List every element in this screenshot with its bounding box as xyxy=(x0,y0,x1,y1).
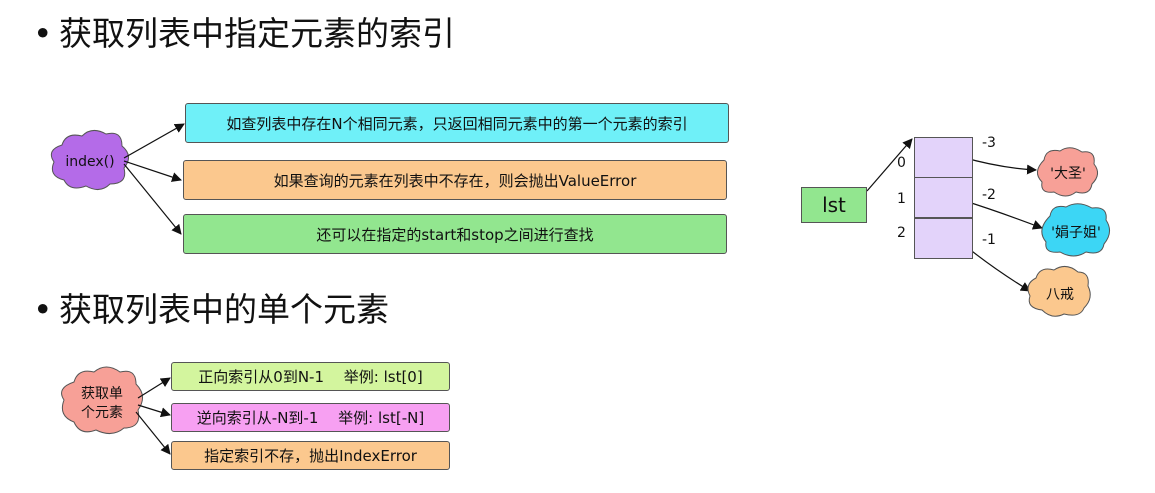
bullet-icon: • xyxy=(33,14,53,53)
single-cloud-shape xyxy=(61,366,143,434)
single-note-negative-index: 逆向索引从-N到-1 举例: lst[-N] xyxy=(171,403,450,432)
negative-index-label: -3 xyxy=(982,135,996,151)
index-note-start-stop: 还可以在指定的start和stop之间进行查找 xyxy=(183,214,727,254)
arrow-lst xyxy=(866,138,913,192)
positive-index-label: 1 xyxy=(897,191,906,207)
value-cloud-2-shape xyxy=(1027,266,1091,317)
single-note-positive-index: 正向索引从0到N-1 举例: lst[0] xyxy=(171,362,450,391)
index-note-value-error: 如果查询的元素在列表中不存在，则会抛出ValueError xyxy=(183,160,727,200)
negative-index-label: -2 xyxy=(982,187,996,203)
value-label: 八戒 xyxy=(1046,287,1074,303)
index-cloud-label: index() xyxy=(65,154,115,170)
arrow-index-3 xyxy=(123,163,182,235)
heading-index: •获取列表中指定元素的索引 xyxy=(33,14,455,53)
value-cloud-1-shape xyxy=(1041,203,1110,257)
value-cloud-0-shape xyxy=(1037,147,1098,197)
bullet-icon: • xyxy=(33,290,53,329)
arrow-cell-1 xyxy=(961,199,1043,230)
arrow-single-2 xyxy=(137,404,171,418)
arrow-cell-0 xyxy=(961,156,1037,175)
arrow-index-1 xyxy=(123,123,185,159)
index-cloud-shape xyxy=(50,130,129,190)
list-variable-box: lst xyxy=(801,187,867,223)
arrow-index-2 xyxy=(123,160,182,182)
value-label: '娟子姐' xyxy=(1051,225,1101,241)
positive-index-label: 0 xyxy=(897,155,906,171)
arrow-single-3 xyxy=(135,411,171,455)
heading-single: •获取列表中的单个元素 xyxy=(33,290,389,329)
single-note-index-error: 指定索引不存，抛出IndexError xyxy=(171,441,450,470)
list-cell xyxy=(914,137,973,178)
single-cloud-label: 获取单 个元素 xyxy=(81,386,123,421)
index-note-first-match: 如查列表中存在N个相同元素，只返回相同元素中的第一个元素的索引 xyxy=(185,103,729,143)
list-cell xyxy=(914,177,973,218)
list-cell xyxy=(914,218,973,259)
positive-index-label: 2 xyxy=(897,225,906,241)
arrow-single-1 xyxy=(137,377,171,399)
negative-index-label: -1 xyxy=(982,232,996,248)
value-label: '大圣' xyxy=(1050,166,1086,182)
